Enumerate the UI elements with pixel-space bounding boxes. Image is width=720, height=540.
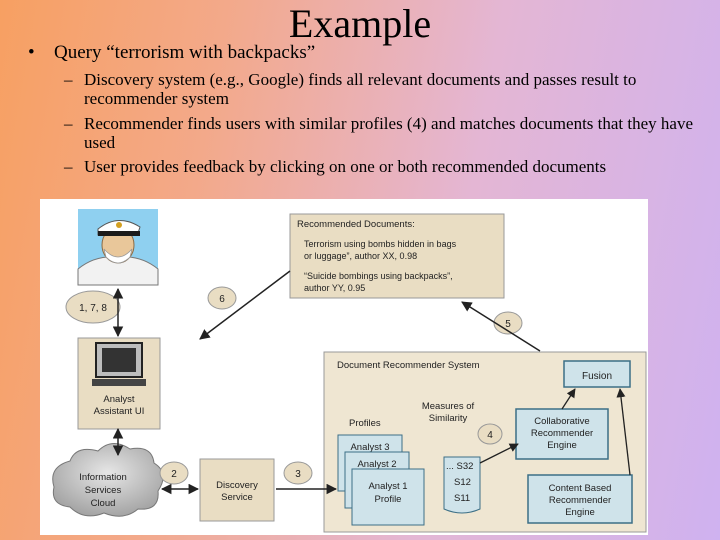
information-services-cloud: Information Services Cloud (52, 443, 164, 517)
recommended-doc-line: “Suicide bombings using backpacks”, (304, 271, 453, 281)
scores-to-collab-arrow (479, 443, 519, 464)
analyst-3-label: Analyst 3 (350, 442, 389, 453)
step-4-marker (477, 423, 503, 445)
content-engine-node (527, 474, 633, 524)
collab-to-fusion-arrow (561, 388, 576, 410)
fusion-node (563, 360, 631, 388)
step-2-label: 2 (171, 469, 177, 480)
discovery-label: Discovery (216, 480, 258, 491)
sub-bullet-text: User provides feedback by clicking on on… (84, 157, 607, 176)
analyst-ui-label: Assistant UI (94, 406, 145, 417)
recommendations-to-ui-arrow (199, 270, 291, 340)
step-6-marker (207, 286, 237, 310)
similarity-score: ... S32 (446, 461, 473, 472)
cloud-label: Information (79, 472, 127, 483)
discovery-service: Discovery Service (199, 458, 275, 522)
user-portrait (77, 209, 159, 286)
similarity-score: S12 (454, 477, 471, 488)
drs-to-recommendations-arrow (461, 301, 541, 352)
step-6-label: 6 (219, 294, 225, 305)
sub-bullet-text: Discovery system (e.g., Google) finds al… (84, 70, 637, 108)
analyst-ui-label: Analyst (103, 394, 135, 405)
step-1-7-8-label: 1, 7, 8 (79, 303, 107, 314)
similarity-score: S11 (454, 493, 470, 504)
cloud-label: Services (85, 485, 122, 496)
cloud-label: Cloud (91, 498, 116, 509)
analyst-1-label: Profile (375, 494, 402, 505)
recommended-doc-line: author YY, 0.95 (304, 283, 365, 293)
content-engine-label: Recommender (549, 495, 611, 506)
step-3-label: 3 (295, 469, 301, 480)
recommended-doc-line: or luggage”, author XX, 0.98 (304, 251, 417, 261)
step-5-marker (493, 311, 523, 335)
collaborative-engine-label: Engine (547, 440, 577, 451)
document-recommender-system: Document Recommender System Fusion Measu… (323, 351, 647, 533)
measures-label: Similarity (429, 413, 468, 424)
step-5-label: 5 (505, 319, 511, 330)
main-bullet-text: Query “terrorism with backpacks” (54, 42, 316, 63)
collaborative-engine-label: Recommender (531, 428, 593, 439)
recommended-doc-line: Terrorism using bombs hidden in bags (304, 239, 457, 249)
analyst-2-label: Analyst 2 (357, 459, 396, 470)
recommended-documents-box: Recommended Documents: Terrorism using b… (289, 213, 505, 299)
fusion-label: Fusion (582, 371, 612, 382)
sub-bullet-marker: – (64, 157, 73, 176)
analyst-assistant-ui: Analyst Assistant UI (77, 337, 161, 430)
step-4-label: 4 (487, 430, 493, 441)
analyst-1-profile (351, 468, 425, 526)
drs-title: Document Recommender System (337, 360, 480, 371)
measures-label: Measures of (422, 401, 475, 412)
collaborative-engine-label: Collaborative (534, 416, 589, 427)
sub-bullet-marker: – (64, 70, 73, 89)
recommended-documents-title: Recommended Documents: (297, 219, 415, 230)
discovery-label: Service (221, 492, 253, 503)
sub-bullet-text: Recommender finds users with similar pro… (84, 114, 694, 152)
architecture-diagram: Recommended Documents: Terrorism using b… (40, 199, 648, 535)
similarity-scores-doc (443, 456, 481, 514)
content-to-fusion-arrow (616, 388, 631, 476)
slide-title: Example (288, 1, 432, 46)
bullet-marker: • (28, 42, 35, 63)
content-engine-label: Content Based (549, 483, 612, 494)
sub-bullet-marker: – (64, 114, 73, 133)
profiles-label: Profiles (349, 418, 381, 429)
step-3-marker (283, 461, 313, 485)
content-engine-label: Engine (565, 507, 595, 518)
analyst-1-label: Analyst 1 (368, 481, 407, 492)
